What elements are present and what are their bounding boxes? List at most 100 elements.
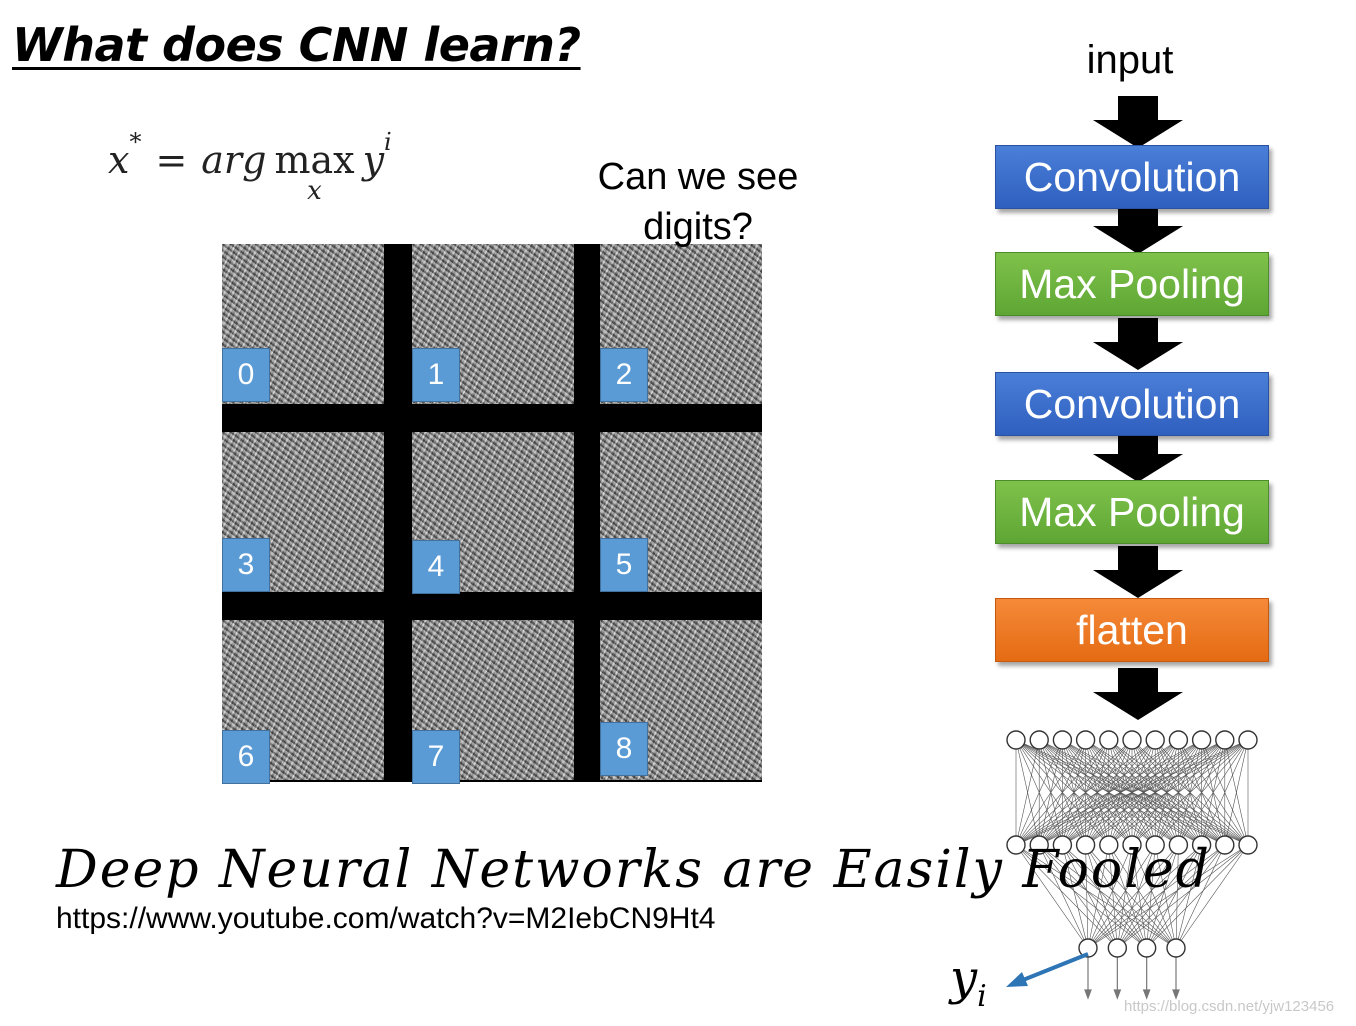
network-edge — [1175, 844, 1202, 949]
network-node — [1168, 835, 1189, 855]
formula-x: x — [108, 138, 130, 182]
network-edge — [1087, 844, 1156, 949]
network-edge — [1131, 844, 1177, 949]
output-arrowhead — [1113, 989, 1122, 1000]
network-node — [1029, 835, 1049, 855]
network-edge — [1015, 739, 1086, 846]
network-node — [1145, 835, 1165, 855]
network-edge — [1062, 739, 1249, 846]
network-edge — [1015, 739, 1040, 846]
formula-max-sub: x — [307, 176, 322, 206]
network-node — [1122, 730, 1142, 750]
down-arrow-icon — [1093, 430, 1183, 482]
grid-cell-8 — [600, 620, 762, 780]
formula-sup-i: i — [384, 128, 392, 156]
network-edge — [1117, 844, 1226, 949]
network-node — [1136, 938, 1157, 958]
network-edge — [1085, 844, 1089, 949]
digit-label-6: 6 — [222, 730, 270, 784]
network-edge — [1117, 844, 1249, 949]
network-edge — [1131, 844, 1147, 949]
output-y: y — [950, 950, 978, 1006]
network-edge — [1108, 739, 1249, 846]
paper-title: Deep Neural Networks are Easily Fooled — [56, 840, 1211, 900]
network-nodes — [1006, 730, 1258, 958]
question-text: Can we see digits? — [597, 156, 799, 248]
network-edge — [1015, 739, 1063, 846]
output-pointer-arrow-icon — [1006, 952, 1089, 987]
network-node — [1006, 730, 1026, 750]
network-edge — [1146, 844, 1226, 949]
formula-star: * — [129, 128, 142, 156]
digit-label-4: 4 — [412, 540, 460, 594]
network-edge — [1117, 844, 1156, 949]
network-node — [1166, 938, 1186, 958]
network-edge — [1015, 739, 1110, 846]
output-lines — [1084, 957, 1180, 1000]
network-edge — [1038, 844, 1147, 949]
network-node — [1075, 730, 1096, 750]
digit-label-5: 5 — [600, 538, 648, 592]
network-edge — [1146, 844, 1179, 949]
network-node — [1215, 835, 1235, 855]
network-input-label: input — [1086, 38, 1174, 82]
network-edge — [1087, 844, 1225, 949]
video-link[interactable]: https://www.youtube.com/watch?v=M2IebCN9… — [56, 902, 716, 935]
network-edge — [1085, 844, 1147, 949]
network-node — [1122, 835, 1142, 855]
network-edge — [1175, 844, 1226, 949]
down-arrow-icon — [1093, 546, 1183, 598]
network-node — [1238, 835, 1258, 855]
down-arrow-icon — [1093, 318, 1183, 370]
network-node — [1078, 938, 1098, 958]
digit-label-1: 1 — [412, 348, 460, 402]
network-edge — [1146, 844, 1249, 949]
output-arrowhead — [1084, 989, 1092, 1000]
network-edge — [1087, 844, 1133, 949]
network-edge — [1015, 739, 1156, 846]
network-node — [1099, 730, 1119, 750]
network-node — [1215, 730, 1235, 750]
watermark: https://blog.csdn.net/yjw123456 — [1124, 998, 1335, 1015]
network-node — [1191, 730, 1212, 750]
digit-label-2: 2 — [600, 348, 648, 402]
network-edge — [1015, 844, 1177, 949]
layer-convolution-1: Convolution — [995, 145, 1269, 209]
network-edge — [1039, 844, 1177, 949]
down-arrow-icon — [1093, 96, 1183, 148]
network-node — [1107, 938, 1128, 958]
network-edge — [1108, 844, 1147, 949]
network-edge — [1146, 844, 1156, 949]
network-edge — [1038, 844, 1118, 949]
network-edge — [1224, 739, 1249, 846]
network-edge — [1062, 844, 1177, 949]
network-edge — [1117, 844, 1179, 949]
network-edge — [1154, 844, 1177, 949]
network-edge — [1087, 844, 1202, 949]
network-edge — [1201, 739, 1249, 846]
network-edge — [1015, 739, 1133, 846]
network-edge — [1015, 844, 1118, 949]
network-node — [1168, 730, 1189, 750]
network-node — [1006, 835, 1026, 855]
slide-title: What does CNN learn? — [12, 18, 581, 72]
network-node — [1052, 730, 1073, 750]
grid-cell-0 — [222, 244, 384, 404]
network-edge — [1146, 844, 1202, 949]
network-edge — [1039, 739, 1249, 846]
network-edge — [1087, 844, 1249, 949]
formula-arg: arg — [201, 138, 267, 182]
network-node — [1052, 835, 1073, 855]
network-edge — [1015, 739, 1202, 846]
network-node — [1029, 730, 1049, 750]
network-edge — [1062, 844, 1089, 949]
digit-label-8: 8 — [600, 722, 648, 776]
formula-max-operator: max x — [274, 138, 354, 206]
network-edge — [1108, 844, 1177, 949]
output-sub-i: i — [977, 979, 987, 1014]
network-edge — [1015, 739, 1249, 846]
network-edges — [1015, 739, 1249, 949]
network-edge — [1015, 844, 1147, 949]
digit-label-7: 7 — [412, 730, 460, 784]
network-edge — [1085, 844, 1118, 949]
